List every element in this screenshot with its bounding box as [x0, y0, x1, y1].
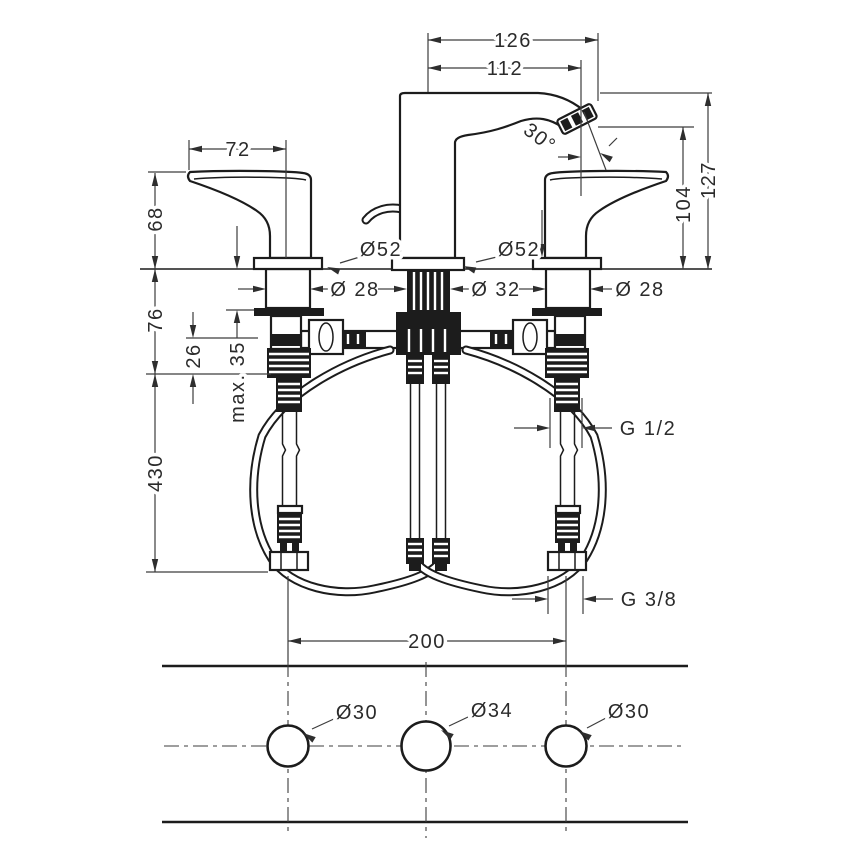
hole-left-label: Ø30 [336, 702, 378, 724]
center-mounting-nut [396, 312, 461, 327]
leader-hole-left: Ø30 [301, 699, 380, 743]
dimension-max35: max. 35 [224, 226, 253, 426]
dim-126-label: 126 [494, 30, 532, 52]
center-escutcheon [390, 256, 466, 272]
g38-label: G 3/8 [621, 589, 677, 611]
right-supply-nut [546, 550, 588, 572]
dimension-g38: G 3/8 [512, 576, 679, 615]
dimension-104: 104 [670, 127, 699, 269]
dimension-dia32-center: Ø 32 [378, 276, 523, 305]
right-valve-underdeck [531, 256, 603, 572]
right-shank [544, 267, 592, 310]
plan-view: Ø30 Ø34 Ø30 [162, 662, 688, 838]
dimension-g12: G 1/2 [514, 398, 678, 448]
right-handle [543, 169, 670, 260]
left-valve-underdeck [252, 256, 324, 572]
left-shank [264, 267, 312, 310]
dimension-200: 200 [287, 576, 567, 662]
dim-127-label: 127 [698, 161, 720, 199]
right-hole [544, 724, 588, 768]
left-flange [252, 256, 324, 271]
leader-hole-center: Ø34 [439, 697, 515, 740]
hose-loop-right [410, 345, 607, 597]
front-view [140, 91, 712, 597]
spout [361, 91, 598, 355]
dimension-72: 72 [189, 136, 286, 165]
hose-loop-left [249, 345, 446, 597]
angle-30-label: 30° [519, 119, 560, 157]
dimension-76: 76 [142, 269, 171, 374]
dimension-68: 68 [142, 173, 171, 269]
dim-200-label: 200 [408, 631, 446, 653]
dimension-112: 112 [428, 55, 581, 84]
left-supply-nut [268, 550, 310, 572]
dimension-126: 126 [428, 27, 598, 56]
dia52-center-label: Ø52 [498, 239, 540, 261]
left-handle [186, 169, 313, 260]
deck-indicator-arrow [538, 210, 546, 257]
dimensions: 126 112 72 68 7 [142, 27, 724, 662]
dim-26-label: 26 [183, 343, 205, 368]
dia32-center-label: Ø 32 [471, 279, 520, 301]
center-hoses [406, 355, 450, 571]
dim-112-label: 112 [487, 58, 523, 80]
hex-coupling-left [307, 318, 345, 356]
leader-dia52-center: Ø52 [461, 236, 542, 274]
leader-hole-right: Ø30 [577, 698, 652, 741]
dimension-26: 26 [180, 312, 209, 404]
dimension-dia28-right: Ø 28 [519, 276, 667, 305]
bar-fitting-left [343, 330, 366, 348]
dim-76-label: 76 [145, 307, 167, 332]
dim-104-label: 104 [673, 185, 695, 223]
dia52-left-label: Ø52 [360, 239, 402, 261]
dim-430-label: 430 [145, 454, 167, 492]
leader-dia52-left: Ø52 [325, 236, 404, 275]
dia28-left-label: Ø 28 [330, 279, 379, 301]
dimension-dia28-left: Ø 28 [238, 276, 382, 305]
dia28-right-label: Ø 28 [615, 279, 664, 301]
hole-center-label: Ø34 [471, 700, 513, 722]
dim-72-label: 72 [225, 139, 250, 161]
dim-68-label: 68 [145, 206, 167, 231]
dim-max35-label: max. 35 [227, 341, 249, 423]
hex-coupling-right [511, 318, 549, 356]
hole-right-label: Ø30 [608, 701, 650, 723]
right-flange [531, 256, 603, 271]
dimension-127: 127 [695, 93, 724, 269]
dimension-430: 430 [142, 374, 171, 572]
left-hole [266, 724, 310, 768]
bar-fitting-right [490, 330, 513, 348]
g12-label: G 1/2 [620, 418, 676, 440]
center-hole [400, 720, 452, 772]
